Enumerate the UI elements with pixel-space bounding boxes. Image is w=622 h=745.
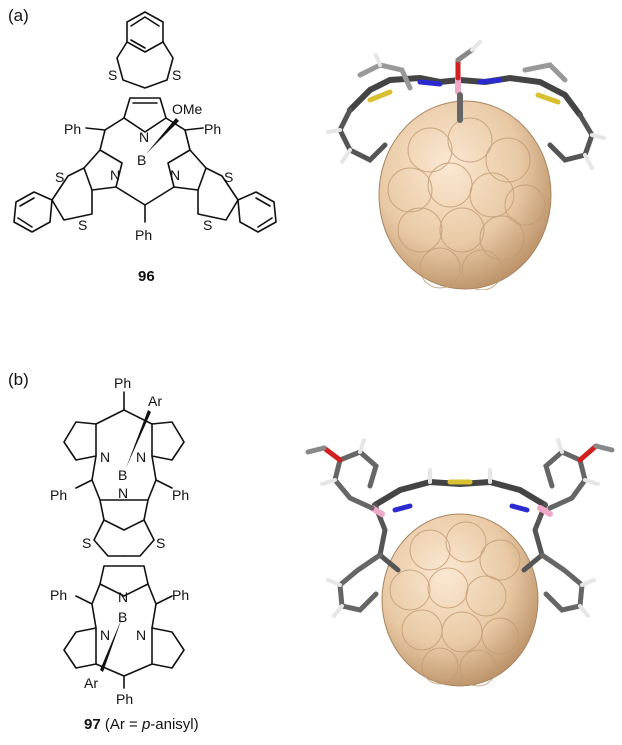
atom-sulfur: S xyxy=(172,67,181,83)
compound-96-label: 96 xyxy=(138,268,155,285)
stick-model xyxy=(326,40,606,170)
top-benzo-ring xyxy=(126,11,164,53)
atom-phenyl: Ph xyxy=(135,227,152,243)
atom-phenyl: Ph xyxy=(50,487,67,503)
atom-nitrogen: N xyxy=(118,589,128,605)
atom-methoxy: OMe xyxy=(172,101,203,117)
atom-nitrogen: N xyxy=(100,627,110,643)
atom-nitrogen: N xyxy=(100,449,110,465)
atom-sulfur: S xyxy=(108,67,117,83)
stick-model xyxy=(305,438,615,618)
panel-b-label: (b) xyxy=(8,370,29,389)
compound-97-label: 97 (Ar = p-anisyl) xyxy=(84,716,199,733)
atom-boron: B xyxy=(137,152,146,168)
right-benzo-ring xyxy=(237,191,277,233)
atom-aryl: Ar xyxy=(84,675,98,691)
crystal-structure-97 xyxy=(305,438,615,687)
fullerene-c60 xyxy=(381,513,539,687)
structure-96: S S N Ph Ph B OMe N N Ph S S xyxy=(13,11,277,243)
atom-phenyl: Ph xyxy=(50,587,67,603)
atom-sulfur: S xyxy=(78,217,87,233)
atom-boron: B xyxy=(118,467,127,483)
atom-nitrogen: N xyxy=(136,449,146,465)
atom-nitrogen: N xyxy=(118,485,128,501)
atom-aryl: Ar xyxy=(148,393,162,409)
atom-phenyl: Ph xyxy=(64,121,81,137)
atom-nitrogen: N xyxy=(136,627,146,643)
atom-phenyl: Ph xyxy=(172,487,189,503)
atom-sulfur: S xyxy=(55,169,64,185)
atom-phenyl: Ph xyxy=(116,691,133,707)
atom-phenyl: Ph xyxy=(172,587,189,603)
atom-sulfur: S xyxy=(156,535,165,551)
atom-sulfur: S xyxy=(82,535,91,551)
atom-boron: B xyxy=(118,609,127,625)
atom-phenyl: Ph xyxy=(204,121,221,137)
atom-nitrogen: N xyxy=(110,167,120,183)
panel-a-label: (a) xyxy=(8,6,29,25)
crystal-structure-96 xyxy=(326,40,606,290)
atom-nitrogen: N xyxy=(139,129,149,145)
atom-sulfur: S xyxy=(203,217,212,233)
fullerene-c60 xyxy=(378,100,552,290)
structure-97: Ph N N B Ar N Ph Ph S S N Ph Ph B N N xyxy=(50,375,189,707)
left-benzo-ring xyxy=(13,191,53,233)
atom-sulfur: S xyxy=(224,169,233,185)
atom-nitrogen: N xyxy=(170,167,180,183)
atom-phenyl: Ph xyxy=(114,375,131,391)
